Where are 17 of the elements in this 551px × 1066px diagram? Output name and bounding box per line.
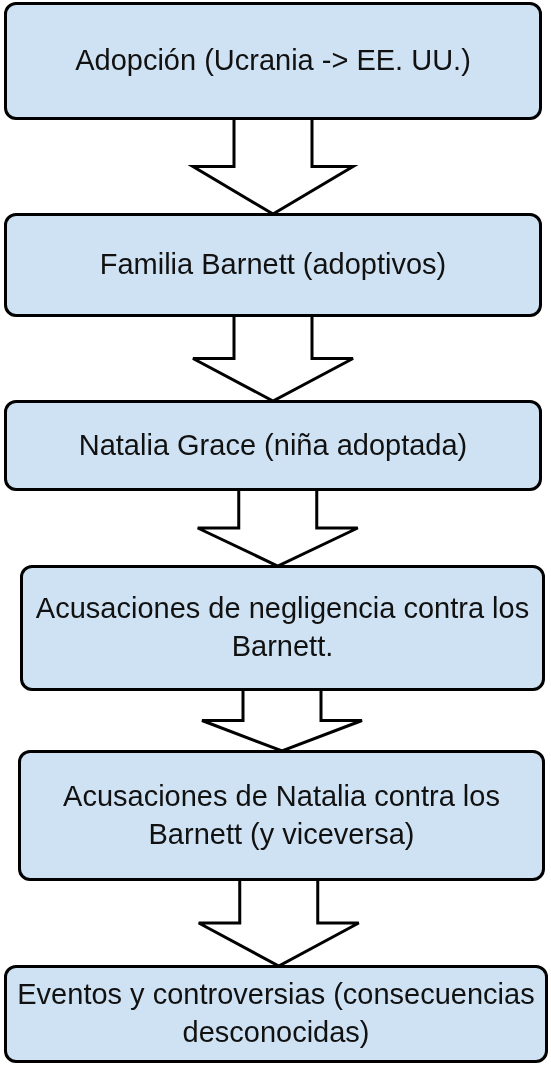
block-arrow	[197, 878, 361, 968]
block-arrow	[187, 117, 359, 216]
process-box	[4, 213, 542, 317]
process-box	[4, 965, 548, 1063]
box-text: Adopción (Ucrania -> EE. UU.)	[75, 43, 471, 79]
block-arrow	[191, 314, 355, 403]
box-text: Eventos y controversias (consecuencias desconocidas)	[17, 977, 535, 1050]
box-text: Familia Barnett (adoptivos)	[99, 247, 447, 283]
process-box	[20, 565, 545, 691]
block-arrow	[200, 688, 364, 753]
block-arrow	[196, 488, 360, 568]
box-text: Acusaciones de Natalia contra los Barnett (y viceversa)	[62, 778, 501, 852]
box-text: Acusaciones de negligencia contra los Barnett.	[34, 591, 531, 664]
process-box	[18, 750, 545, 881]
box-text: Natalia Grace (niña adoptada)	[78, 427, 468, 463]
process-box	[4, 400, 542, 491]
process-box	[4, 2, 542, 120]
